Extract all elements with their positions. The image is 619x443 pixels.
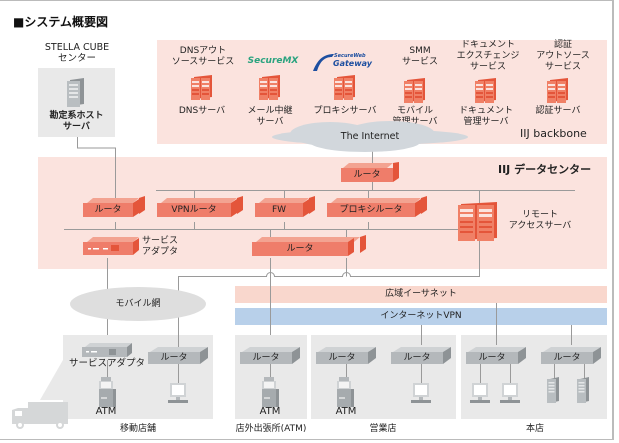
sales-branch-site-label: 営業店 bbox=[369, 424, 397, 434]
mobile-management-server-label: モバイル 管理サーバ bbox=[392, 106, 438, 127]
mobile-store-router: ルータ bbox=[148, 346, 210, 366]
mobile-store-service-adapter-label: サービスアダプタ bbox=[68, 358, 145, 369]
head-office-site-label: 本店 bbox=[525, 424, 544, 434]
datacenter-router: ルータ bbox=[83, 196, 151, 220]
atm-branch-router: ルータ bbox=[240, 346, 302, 366]
datacenter-top-router: ルータ bbox=[341, 162, 409, 184]
document-exchange-label: ドキュメント エクスチェンジ サービス bbox=[456, 40, 520, 72]
truck-callout bbox=[40, 360, 63, 400]
wide-area-ethernet-label: 広域イーサネット bbox=[385, 289, 457, 299]
sales-branch-router-2-label: ルータ bbox=[403, 353, 431, 363]
datacenter-service-adapter bbox=[83, 236, 141, 258]
remote-access-server-label: リモート アクセスサーバ bbox=[508, 210, 572, 231]
stella-cube-center-label: STELLA CUBE センター bbox=[44, 42, 110, 64]
auth-server-label: 認証サーバ bbox=[535, 106, 581, 116]
datacenter-top-router-label: ルータ bbox=[353, 170, 381, 180]
iij-datacenter-label: IIJ データセンター bbox=[498, 163, 592, 176]
sales-branch-router-1: ルータ bbox=[316, 346, 378, 366]
smm-service-label: SMM サービス bbox=[401, 46, 438, 67]
atm-branch-atm-icon bbox=[262, 377, 279, 407]
secureweb-logo-bottom: Gateway bbox=[333, 59, 372, 68]
sales-branch-router-1-label: ルータ bbox=[328, 353, 356, 363]
mobile-store-site-label: 移動店舗 bbox=[119, 424, 156, 434]
secureweb-logo-top: SecureWeb bbox=[334, 53, 366, 59]
wide-area-ethernet-band: 広域イーサネット bbox=[235, 286, 607, 303]
proxy-router-label: プロキシルータ bbox=[339, 205, 403, 215]
proxy-server-icon bbox=[334, 75, 355, 100]
vpn-router: VPNルータ bbox=[157, 196, 247, 220]
proxy-server-label: プロキシサーバ bbox=[313, 106, 377, 116]
datacenter-router-label: ルータ bbox=[94, 205, 122, 215]
mobile-management-server-icon bbox=[404, 78, 425, 103]
mobile-network-cloud bbox=[70, 287, 206, 321]
mobile-network-label: モバイル網 bbox=[115, 299, 161, 309]
datacenter-core-router: ルータ bbox=[252, 235, 370, 259]
remote-access-server-icon bbox=[458, 202, 497, 241]
datacenter-service-adapter-label: サービス アダプタ bbox=[142, 236, 179, 257]
head-office-server-icon-2 bbox=[577, 377, 589, 403]
mobile-store-atm-icon bbox=[99, 377, 116, 407]
securemx-logo: SecureMX bbox=[247, 56, 299, 66]
atm-branch-atm-label: ATM bbox=[259, 406, 281, 417]
head-office-server-icon-1 bbox=[547, 377, 559, 403]
iij-backbone-label: IIJ backbone bbox=[520, 127, 587, 140]
mobile-store-router-label: ルータ bbox=[160, 353, 188, 363]
mail-relay-server-label: メール中継 サーバ bbox=[247, 106, 293, 127]
internet-vpn-label: インターネットVPN bbox=[380, 311, 462, 321]
vpn-router-label: VPNルータ bbox=[171, 205, 217, 215]
datacenter-core-router-label: ルータ bbox=[286, 244, 314, 254]
head-office-router-1-label: ルータ bbox=[478, 353, 506, 363]
head-office-router-1: ルータ bbox=[466, 346, 528, 366]
dns-outsource-label: DNSアウト ソースサービス bbox=[171, 46, 235, 67]
atm-branch-router-label: ルータ bbox=[252, 353, 280, 363]
auth-server-icon bbox=[547, 78, 568, 103]
dns-server-icon bbox=[191, 75, 212, 100]
mobile-store-service-adapter bbox=[82, 342, 134, 360]
dns-server-label: DNSサーバ bbox=[178, 106, 226, 116]
secureweb-gateway-logo: SecureWeb Gateway bbox=[312, 52, 372, 72]
truck-icon bbox=[12, 402, 68, 429]
host-server-icon bbox=[67, 78, 84, 107]
head-office-pc-icon-2 bbox=[500, 383, 520, 403]
line-host-to-router bbox=[77, 137, 116, 203]
head-office-router-2: ルータ bbox=[541, 346, 603, 366]
firewall: FW bbox=[255, 196, 319, 220]
secureweb-swoosh-icon bbox=[313, 54, 334, 71]
proxy-router: プロキシルータ bbox=[327, 196, 431, 220]
host-server-label: 勘定系ホスト サーバ bbox=[49, 111, 104, 132]
mail-relay-server-icon bbox=[259, 75, 280, 100]
sales-branch-atm-icon bbox=[337, 377, 354, 407]
head-office-router-2-label: ルータ bbox=[553, 353, 581, 363]
internet-label: The Internet bbox=[340, 131, 400, 142]
document-management-server-label: ドキュメント 管理サーバ bbox=[458, 106, 513, 127]
internet-vpn-band: インターネットVPN bbox=[235, 308, 607, 325]
sales-branch-pc-icon bbox=[411, 383, 431, 403]
internet-cloud bbox=[272, 121, 468, 152]
sales-branch-router-2: ルータ bbox=[391, 346, 453, 366]
sales-branch-atm-label: ATM bbox=[335, 406, 357, 417]
auth-outsource-label: 認証 アウトソース サービス bbox=[536, 40, 590, 72]
head-office-pc-icon-1 bbox=[470, 383, 490, 403]
page-title: ■システム概要図 bbox=[13, 15, 108, 29]
mobile-store-pc-icon bbox=[168, 383, 188, 403]
mobile-store-atm-label: ATM bbox=[95, 406, 117, 417]
atm-branch-site-label: 店外出張所(ATM) bbox=[235, 424, 307, 434]
firewall-label: FW bbox=[271, 205, 287, 215]
document-management-server-icon bbox=[475, 78, 496, 103]
